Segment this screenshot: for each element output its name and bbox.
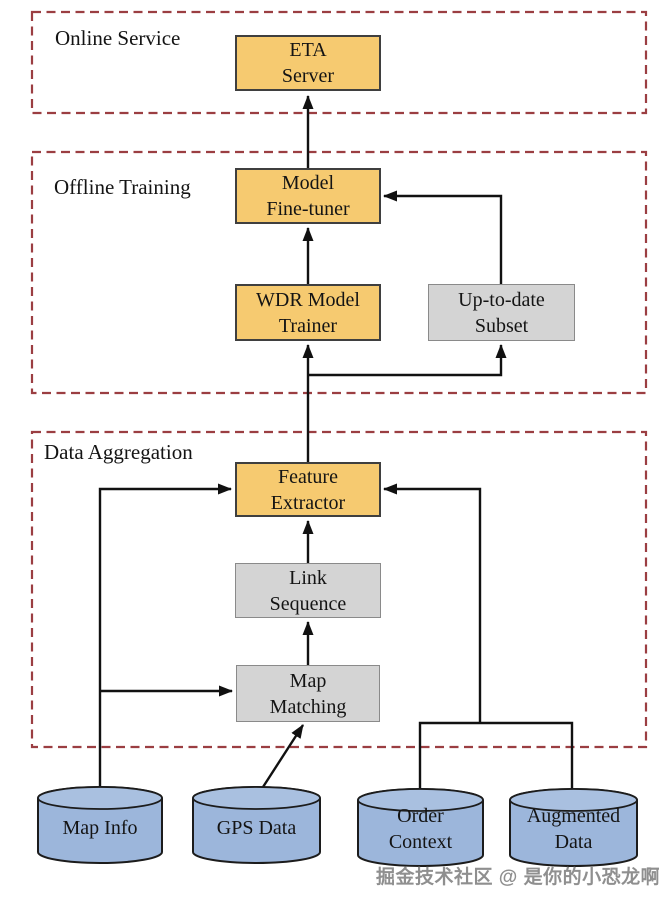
datastore-label-map-info: Map Info <box>38 815 162 841</box>
node-label-line: Server <box>281 65 335 87</box>
node-label-line: Trainer <box>278 314 338 337</box>
datastore-label-line: Context <box>388 831 453 853</box>
datastore-label-line: GPS Data <box>216 817 297 839</box>
node-up-to-date-subset: Up-to-date Subset <box>428 284 575 341</box>
datastore-augmented-data-shape <box>509 788 638 867</box>
node-label-line: Up-to-date <box>458 288 545 311</box>
node-label-line: Matching <box>269 695 347 718</box>
node-label-line: Sequence <box>269 592 347 615</box>
arrow-map-info-to-extractor <box>98 483 232 787</box>
data-aggregation-frame <box>30 430 648 749</box>
section-label-offline-training: Offline Training <box>54 175 191 199</box>
section-label-online-service: Online Service <box>55 26 181 50</box>
arrow-branch-to-subset <box>308 344 507 377</box>
datastore-label-line: Map Info <box>62 817 138 839</box>
node-link-sequence: Link Sequence <box>235 563 381 618</box>
wire-order-augmented-join <box>418 721 574 789</box>
node-label-line: ETA <box>289 39 327 61</box>
online-service-frame <box>30 10 648 115</box>
node-feature-extractor: Feature Extractor <box>235 462 381 517</box>
node-label-line: Feature <box>278 465 338 488</box>
node-wdr-model-trainer: WDR Model Trainer <box>235 284 381 341</box>
node-label-line: Subset <box>474 314 529 337</box>
node-eta-server: ETA Server <box>235 35 381 91</box>
node-model-fine-tuner: Model Fine-tuner <box>235 168 381 224</box>
datastore-label-line: Augmented <box>526 805 621 827</box>
datastore-order-context-shape <box>357 788 484 867</box>
node-label-line: Fine-tuner <box>266 198 350 220</box>
datastore-label-order-context: Order Context <box>358 803 483 855</box>
offline-training-frame <box>30 150 648 395</box>
datastore-label-line: Order <box>397 805 444 827</box>
node-label-line: Extractor <box>270 491 346 514</box>
arrow-subset-to-finetuner <box>383 190 503 284</box>
node-label-line: WDR Model <box>256 288 360 311</box>
datastore-label-augmented-data: Augmented Data <box>510 803 637 855</box>
arrow-context-data-to-extractor <box>383 483 482 723</box>
datastore-label-gps-data: GPS Data <box>193 815 320 841</box>
node-label-line: Map <box>289 669 327 692</box>
node-label-line: Link <box>289 566 327 589</box>
datastore-gps-data-shape <box>192 786 321 864</box>
node-map-matching: Map Matching <box>236 665 380 722</box>
datastore-map-info-shape <box>37 786 163 864</box>
node-label-line: Model <box>281 172 335 194</box>
watermark-text: 掘金技术社区 @ 是你的小恐龙啊 <box>376 867 659 888</box>
datastore-label-line: Data <box>554 831 593 853</box>
arrow-gps-data-to-map-matching <box>261 724 305 788</box>
section-label-data-aggregation: Data Aggregation <box>44 440 193 464</box>
